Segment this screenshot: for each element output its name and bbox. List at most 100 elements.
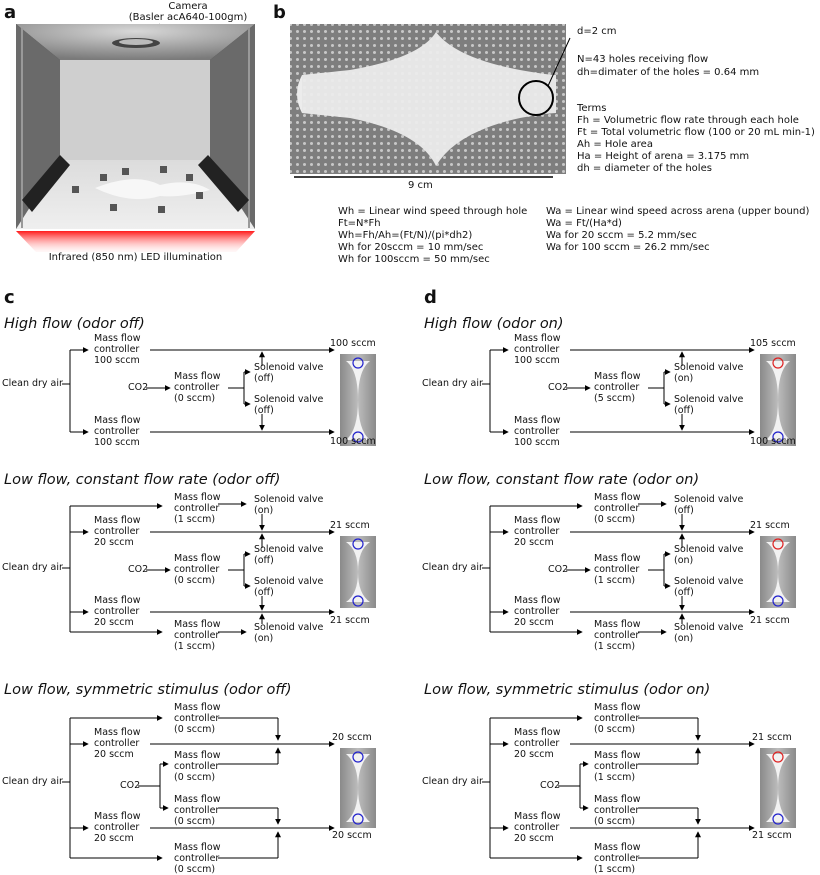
clean-air-label: Clean dry air bbox=[422, 776, 483, 787]
co2-mfc-b-label: Mass flow controller(0 sccm) bbox=[594, 794, 641, 827]
mfc-extra-bottom-label: Mass flow controller(0 sccm) bbox=[174, 842, 221, 875]
valve-top-label: Solenoid valve(off) bbox=[674, 494, 744, 516]
flow-bottom-label: 21 sccm bbox=[330, 615, 370, 626]
co2-mfc-b-label: Mass flow controller(0 sccm) bbox=[174, 794, 221, 827]
wa-20sccm: Wa for 20 sccm = 5.2 mm/sec bbox=[546, 230, 697, 241]
panel-a-label: a bbox=[4, 2, 17, 23]
co2-mfc-label: Mass flow controller(0 sccm) bbox=[174, 553, 221, 586]
diagram-title: Low flow, constant flow rate (odor on) bbox=[424, 472, 700, 488]
valve-b-label: Solenoid valve(off) bbox=[254, 576, 324, 598]
ah-definition: Ah = Hole area bbox=[577, 139, 653, 150]
ft-equation: Ft=N*Fh bbox=[338, 218, 381, 229]
diagram-title: High flow (odor on) bbox=[424, 316, 564, 332]
wa-equation: Wa = Ft/(Ha*d) bbox=[546, 218, 622, 229]
diagram-title: Low flow, symmetric stimulus (odor off) bbox=[4, 682, 292, 698]
wh-20sccm: Wh for 20sccm = 10 mm/sec bbox=[338, 242, 484, 253]
bottom-port-circle bbox=[772, 813, 784, 825]
tubing-lines bbox=[62, 715, 376, 861]
top-port-circle bbox=[772, 538, 784, 550]
flow-diagram-d3: Low flow, symmetric stimulus (odor on) bbox=[420, 682, 820, 875]
co2-label: CO2 bbox=[128, 564, 149, 575]
flow-diagram-c1: High flow (odor off) bbox=[0, 316, 400, 448]
camera-model-label: (Basler acA640-100gm) bbox=[128, 12, 248, 23]
tubing-lines bbox=[482, 347, 796, 446]
terms-heading: Terms bbox=[577, 103, 607, 114]
top-port-circle bbox=[772, 357, 784, 369]
mfc-extra-bottom-label: Mass flow controller(1 sccm) bbox=[594, 842, 641, 875]
valve-a-label: Solenoid valve(on) bbox=[674, 362, 744, 384]
ha-definition: Ha = Height of arena = 3.175 mm bbox=[577, 151, 750, 162]
clean-air-label: Clean dry air bbox=[422, 562, 483, 573]
valve-b-label: Solenoid valve(off) bbox=[254, 394, 324, 416]
tubing-lines bbox=[62, 501, 376, 635]
mfc-extra-top-label: Mass flow controller(1 sccm) bbox=[174, 492, 221, 525]
arena-photo bbox=[16, 23, 255, 252]
co2-mfc-label: Mass flow controller(5 sccm) bbox=[594, 371, 641, 404]
bottom-port-circle bbox=[352, 431, 364, 443]
valve-a-label: Solenoid valve(off) bbox=[254, 362, 324, 384]
flow-top-label: 21 sccm bbox=[750, 520, 790, 531]
valve-a-label: Solenoid valve(on) bbox=[674, 544, 744, 566]
flow-top-label: 20 sccm bbox=[332, 732, 372, 743]
top-port-circle bbox=[352, 751, 364, 763]
flow-top-label: 100 sccm bbox=[330, 338, 376, 349]
mfc-extra-top-label: Mass flow controller(0 sccm) bbox=[174, 702, 221, 735]
tubing-lines bbox=[482, 715, 796, 861]
flow-top-label: 21 sccm bbox=[752, 732, 792, 743]
clean-air-label: Clean dry air bbox=[2, 776, 63, 787]
dh-note: dh=dimater of the holes = 0.64 mm bbox=[577, 67, 760, 78]
mfc-extra-top-label: Mass flow controller(0 sccm) bbox=[594, 702, 641, 735]
ft-definition: Ft = Total volumetric flow (100 or 20 mL… bbox=[577, 127, 815, 138]
co2-label: CO2 bbox=[548, 382, 569, 393]
wh-100sccm: Wh for 100sccm = 50 mm/sec bbox=[338, 254, 490, 265]
clean-air-label: Clean dry air bbox=[2, 378, 63, 389]
co2-label: CO2 bbox=[120, 780, 141, 791]
top-port-circle bbox=[352, 538, 364, 550]
valve-b-label: Solenoid valve(off) bbox=[674, 394, 744, 416]
camera-label: Camera bbox=[168, 1, 208, 12]
clean-air-label: Clean dry air bbox=[2, 562, 63, 573]
d-note: d=2 cm bbox=[577, 26, 617, 37]
valve-top-label: Solenoid valve(on) bbox=[254, 494, 324, 516]
bottom-port-circle bbox=[352, 595, 364, 607]
co2-mfc-a-label: Mass flow controller(1 sccm) bbox=[594, 750, 641, 783]
perforated-arena bbox=[290, 24, 571, 178]
flow-bottom-label: 100 sccm bbox=[330, 436, 376, 447]
flow-diagram-c2: Low flow, constant flow rate (odor off) bbox=[0, 472, 400, 652]
flow-bottom-label: 100 sccm bbox=[750, 436, 796, 447]
panel-b-label: b bbox=[273, 2, 286, 23]
flow-bottom-label: 21 sccm bbox=[752, 830, 792, 841]
valve-bottom-label: Solenoid valve(on) bbox=[254, 622, 324, 644]
valve-bottom-label: Solenoid valve(on) bbox=[674, 622, 744, 644]
co2-label: CO2 bbox=[548, 564, 569, 575]
mfc-extra-bottom-label: Mass flow controller(1 sccm) bbox=[594, 619, 641, 652]
dh-definition: dh = diameter of the holes bbox=[577, 163, 712, 174]
flow-top-label: 105 sccm bbox=[750, 338, 796, 349]
bottom-port-circle bbox=[772, 431, 784, 443]
diagram-title: Low flow, symmetric stimulus (odor on) bbox=[424, 682, 711, 698]
co2-label: CO2 bbox=[128, 382, 149, 393]
clean-air-label: Clean dry air bbox=[422, 378, 483, 389]
co2-mfc-label: Mass flow controller(1 sccm) bbox=[594, 553, 641, 586]
wa-definition: Wa = Linear wind speed across arena (upp… bbox=[546, 206, 810, 217]
wh-definition: Wh = Linear wind speed through hole bbox=[338, 206, 528, 217]
bottom-port-circle bbox=[352, 813, 364, 825]
valve-b-label: Solenoid valve(off) bbox=[674, 576, 744, 598]
top-port-circle bbox=[352, 357, 364, 369]
co2-mfc-label: Mass flow controller(0 sccm) bbox=[174, 371, 221, 404]
bottom-port-circle bbox=[772, 595, 784, 607]
led-illumination-label: Infrared (850 nm) LED illumination bbox=[48, 252, 223, 263]
flow-bottom-label: 21 sccm bbox=[750, 615, 790, 626]
tubing-lines bbox=[482, 501, 796, 635]
co2-label: CO2 bbox=[540, 780, 561, 791]
flow-bottom-label: 20 sccm bbox=[332, 830, 372, 841]
